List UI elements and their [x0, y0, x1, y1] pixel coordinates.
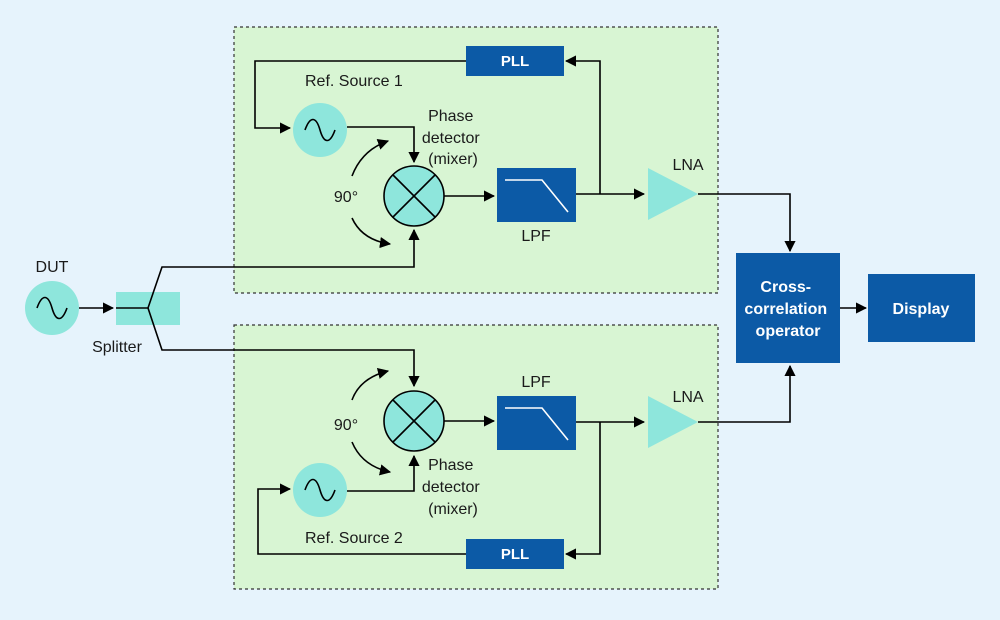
- ref-source-1: [293, 103, 347, 157]
- phase-90-label-2: 90°: [334, 417, 358, 434]
- lpf-2-label: LPF: [521, 374, 551, 391]
- dut-label: DUT: [36, 259, 69, 276]
- svg-text:PLL: PLL: [501, 546, 529, 563]
- lowpass-response-icon: [505, 407, 569, 441]
- phase-arc-lower: [351, 441, 392, 476]
- lpf-2-block: [497, 396, 576, 450]
- phase-arc-upper: [351, 368, 390, 401]
- lna-1-label: LNA: [672, 157, 703, 174]
- phase-detector-1-label: Phase detector (mixer): [422, 108, 484, 168]
- pll-1-block: PLL: [466, 46, 564, 76]
- ref-source-2: [293, 463, 347, 517]
- splitter-label: Splitter: [92, 339, 142, 356]
- mixer-1: [383, 165, 445, 227]
- mixer-2: [383, 390, 445, 452]
- ref-source-1-label: Ref. Source 1: [305, 73, 403, 90]
- svg-text:Cross- correlation: Cross- correlation operator: [744, 279, 831, 340]
- lna-2-label: LNA: [672, 389, 703, 406]
- phase-detector-2-label: Phase detector (mixer): [422, 457, 484, 518]
- lowpass-response-icon: [505, 179, 569, 213]
- phase-arc-upper: [351, 139, 390, 177]
- sine-wave-icon: [304, 478, 336, 502]
- lna-2: [648, 396, 698, 448]
- phase-90-label-1: 90°: [334, 189, 358, 206]
- mixer-x-icon: [392, 399, 436, 443]
- lna-1: [648, 168, 698, 220]
- ref-source-2-label: Ref. Source 2: [305, 530, 403, 547]
- cross-correlation-block: Cross- correlation operator: [736, 253, 840, 363]
- dut-source: [25, 281, 79, 335]
- lpf-1-block: [497, 168, 576, 222]
- phase-arc-lower: [351, 217, 392, 249]
- sine-wave-icon: [36, 296, 68, 320]
- svg-text:PLL: PLL: [501, 53, 529, 70]
- display-block: Display: [868, 274, 975, 342]
- pll-2-block: PLL: [466, 539, 564, 569]
- svg-text:Display: Display: [893, 301, 950, 318]
- lpf-1-label: LPF: [521, 228, 551, 245]
- sine-wave-icon: [304, 118, 336, 142]
- mixer-x-icon: [392, 174, 436, 218]
